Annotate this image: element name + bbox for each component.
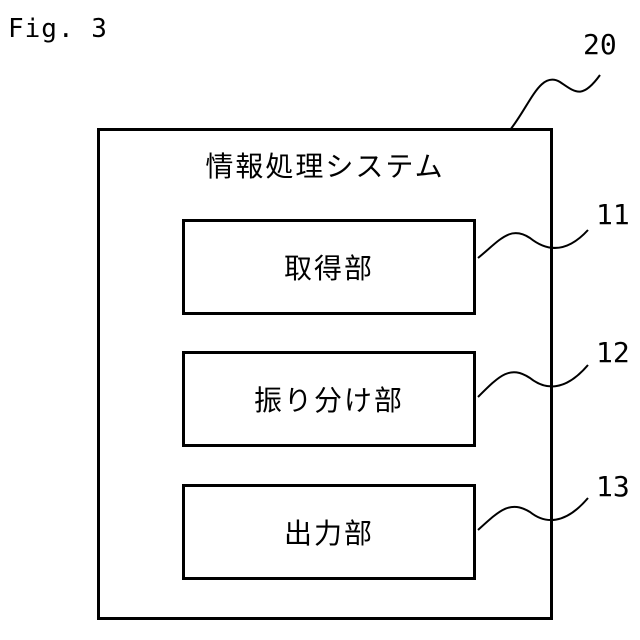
output-ref-number: 13 — [596, 470, 630, 503]
leader-line-output — [478, 498, 588, 530]
acquisition-ref-number: 11 — [596, 198, 630, 231]
leader-line-acquisition — [478, 230, 588, 258]
distribution-ref-number: 12 — [596, 336, 630, 369]
leader-line-distribution — [478, 365, 588, 397]
system-ref-number: 20 — [583, 28, 617, 61]
leader-line-system — [510, 75, 600, 130]
